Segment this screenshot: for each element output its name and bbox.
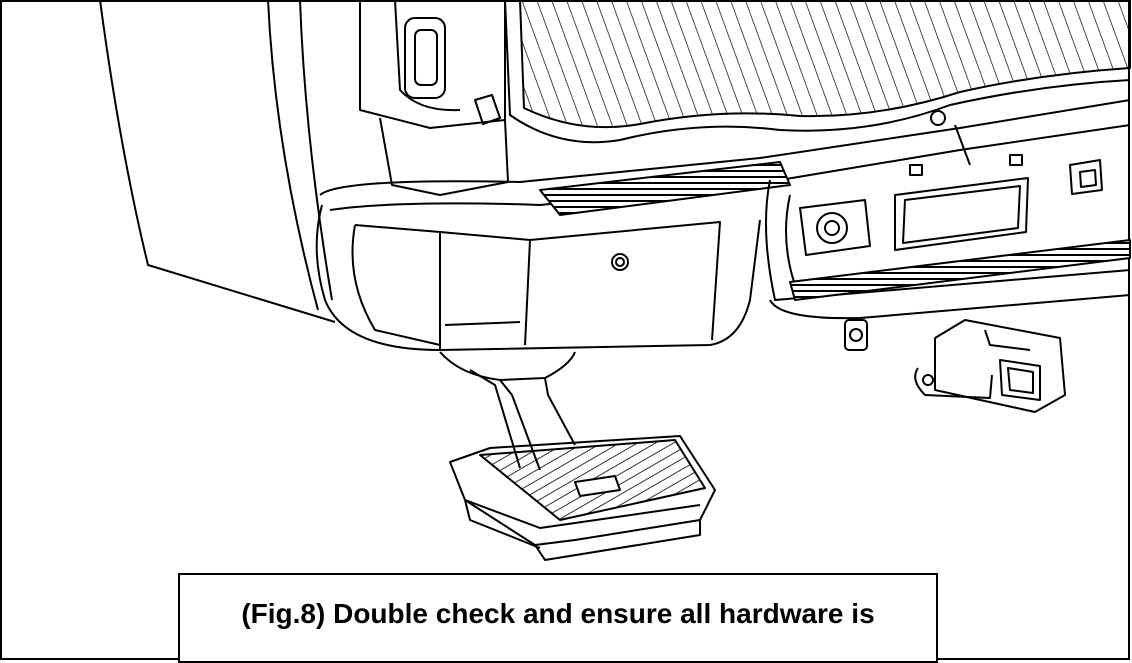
truck-bed-edge <box>504 0 1131 144</box>
bed-drain-hole <box>930 110 946 126</box>
center-bumper-section <box>765 179 1131 301</box>
bumper-face <box>315 204 761 351</box>
tail-light-lens <box>404 17 446 99</box>
bumper-bolt <box>611 253 629 271</box>
figure-caption-box: (Fig.8) Double check and ensure all hard… <box>178 573 938 663</box>
figure-caption: (Fig.8) Double check and ensure all hard… <box>241 598 875 629</box>
step-slot <box>574 475 621 497</box>
quarter-panel <box>99 0 336 323</box>
truck-bumper-illustration <box>99 0 1131 561</box>
license-plate-recess <box>894 177 1029 251</box>
step-arm <box>439 351 576 381</box>
bumper-recess <box>354 224 441 350</box>
tail-light <box>359 0 506 129</box>
hitch-receiver <box>934 319 1066 413</box>
trailer-plug <box>816 212 848 244</box>
quarter-panel-inner <box>267 0 319 311</box>
bumper-top-rail <box>319 99 1131 196</box>
